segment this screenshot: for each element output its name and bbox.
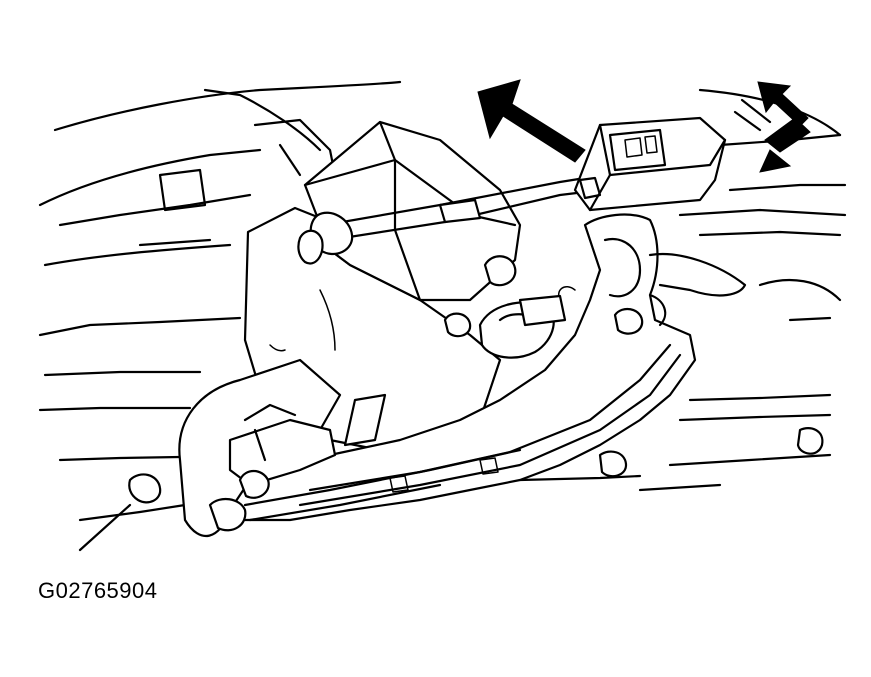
motion-direction-arrow-icon [733,81,811,173]
actuator-housing [243,120,522,452]
mounting-bracket [228,213,747,522]
lower-linkage [78,358,628,552]
black-pointer-arrow-icon [477,79,586,163]
switch-connector [573,116,727,212]
background-structure [38,80,847,522]
fasteners [443,255,567,359]
cable-assembly [297,176,587,265]
figure-id-label: G02765904 [38,578,158,603]
